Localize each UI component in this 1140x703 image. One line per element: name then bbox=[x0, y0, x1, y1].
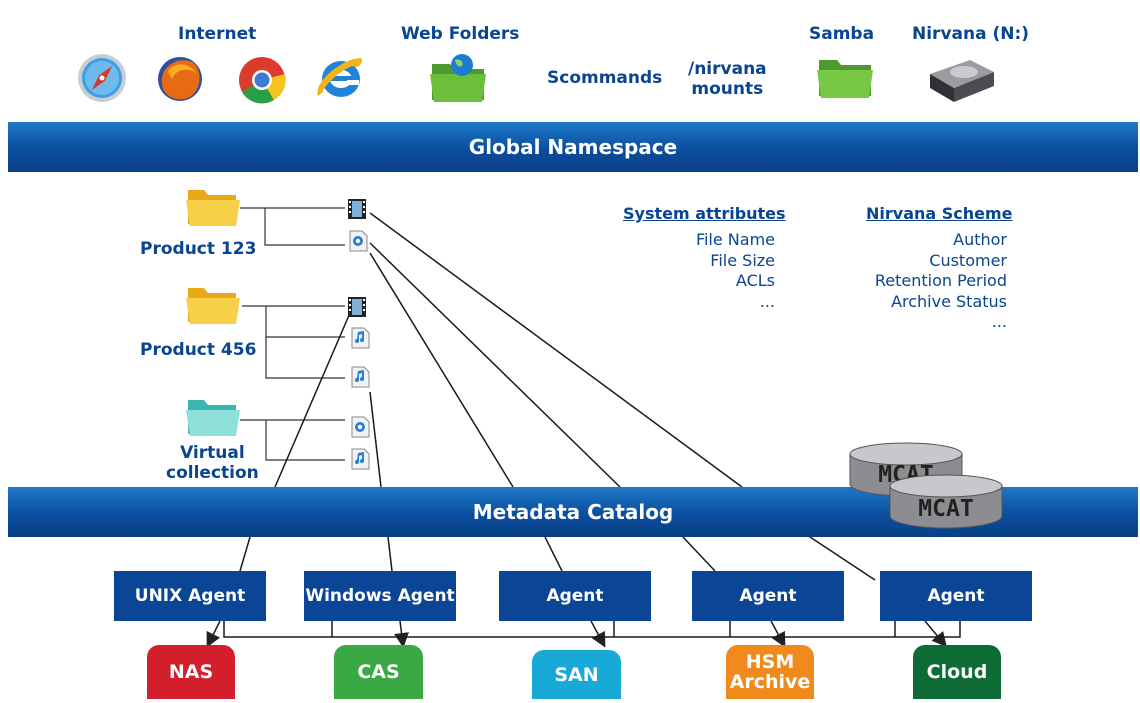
product-456-label: Product 456 bbox=[140, 340, 257, 360]
cloud-storage[interactable]: Cloud bbox=[913, 645, 1001, 699]
movie-file-icon-2[interactable] bbox=[347, 296, 367, 318]
product-456-folder-icon[interactable] bbox=[184, 284, 242, 328]
web-folder-icon[interactable] bbox=[428, 50, 490, 106]
nirvana-scheme-item: Archive Status bbox=[891, 291, 1007, 311]
system-attribute-item: ... bbox=[759, 291, 775, 311]
nirvana-scheme-item: ... bbox=[991, 312, 1007, 331]
mcat-database-front: MCAT bbox=[888, 474, 1004, 530]
agent-box-san[interactable]: Agent bbox=[499, 571, 651, 621]
nirvana-mounts-label: /nirvana mounts bbox=[688, 59, 767, 99]
safari-icon[interactable] bbox=[76, 52, 128, 104]
system-attribute-item: ACLs bbox=[735, 271, 775, 290]
product-123-label: Product 123 bbox=[140, 239, 257, 259]
hsm-label: HSM bbox=[745, 651, 795, 673]
nirvana-scheme-item: Retention Period bbox=[874, 271, 1007, 290]
samba-folder-icon[interactable] bbox=[815, 54, 877, 104]
system-attributes-list: File Name File Size ACLs ... bbox=[620, 230, 775, 312]
global-namespace-band: Global Namespace bbox=[8, 122, 1138, 172]
nirvana-scheme-item: Customer bbox=[929, 250, 1007, 270]
quicktime-file-icon[interactable] bbox=[348, 230, 368, 252]
san-storage[interactable]: SAN bbox=[532, 650, 621, 699]
agent-box-cloud[interactable]: Agent bbox=[880, 571, 1032, 621]
nirvana-mounts-line-2: mounts bbox=[691, 79, 764, 99]
product-123-folder-icon[interactable] bbox=[184, 186, 242, 230]
samba-label: Samba bbox=[809, 24, 875, 44]
nirvana-scheme-title: Nirvana Scheme bbox=[866, 204, 1013, 223]
archive-label: Archive bbox=[729, 671, 811, 693]
nirvana-n-label: Nirvana (N:) bbox=[912, 24, 1030, 44]
system-attribute-item: File Size bbox=[710, 250, 775, 270]
chrome-icon[interactable] bbox=[236, 54, 288, 106]
firefox-icon[interactable] bbox=[154, 53, 206, 105]
virtual-label-line-2: collection bbox=[166, 463, 259, 483]
system-attribute-item: File Name bbox=[695, 230, 775, 249]
quicktime-file-icon-2[interactable] bbox=[350, 416, 370, 438]
mp3-file-icon-2[interactable] bbox=[350, 366, 370, 388]
hard-drive-icon[interactable] bbox=[924, 50, 998, 106]
nas-storage[interactable]: NAS bbox=[147, 645, 235, 699]
cas-storage[interactable]: CAS bbox=[334, 645, 423, 699]
nirvana-scheme-item: Author bbox=[953, 230, 1007, 249]
unix-agent-box[interactable]: UNIX Agent bbox=[114, 571, 266, 621]
mp3-file-icon[interactable] bbox=[350, 327, 370, 349]
mcat-label-front: MCAT bbox=[918, 496, 974, 522]
internet-label: Internet bbox=[178, 24, 257, 44]
virtual-collection-folder-icon[interactable] bbox=[184, 396, 242, 440]
hsm-archive-storage[interactable]: HSM Archive bbox=[726, 645, 814, 699]
nirvana-mounts-line-1: /nirvana bbox=[688, 59, 767, 79]
nirvana-scheme-list: Author Customer Retention Period Archive… bbox=[850, 230, 1007, 333]
internet-explorer-icon[interactable] bbox=[313, 52, 365, 104]
virtual-label-line-1: Virtual bbox=[180, 443, 245, 463]
virtual-collection-label: Virtual collection bbox=[166, 443, 259, 483]
movie-file-icon[interactable] bbox=[347, 198, 367, 220]
web-folders-label: Web Folders bbox=[401, 24, 520, 44]
agent-box-hsm[interactable]: Agent bbox=[692, 571, 844, 621]
system-attributes-title: System attributes bbox=[623, 204, 786, 223]
scommands-label: Scommands bbox=[547, 68, 663, 88]
mp3-file-icon-3[interactable] bbox=[350, 448, 370, 470]
windows-agent-box[interactable]: Windows Agent bbox=[304, 571, 456, 621]
